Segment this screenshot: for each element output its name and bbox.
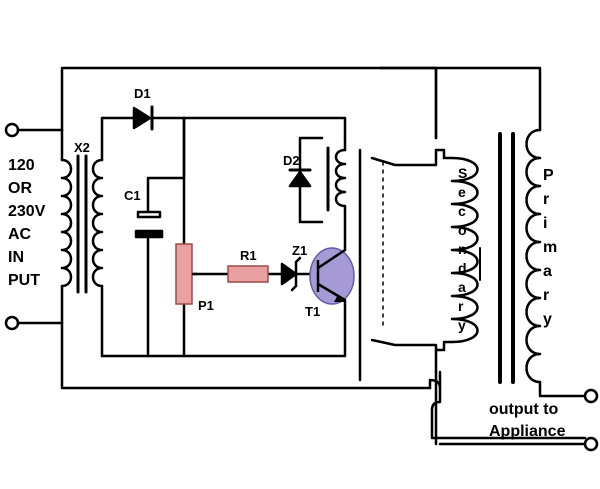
primary-coil	[525, 128, 542, 384]
output-terminal-bottom[interactable]	[583, 436, 599, 452]
input-line-4: AC	[8, 226, 32, 243]
label-d1: D1	[134, 86, 151, 101]
primary-top-lead	[434, 66, 542, 132]
primary-letter: r	[543, 287, 549, 304]
input-terminal-bottom[interactable]	[4, 315, 20, 331]
output-label-line-1: output to	[489, 401, 559, 418]
bottom-input-wire	[60, 321, 432, 390]
r1-resistor	[227, 265, 269, 283]
output-label-line-2: Appliance	[489, 423, 566, 440]
c1-capacitor	[134, 210, 164, 239]
primary-letter: i	[543, 215, 547, 232]
secondary-letter: o	[458, 222, 467, 238]
p1-potentiometer[interactable]	[175, 243, 193, 305]
secondary-letter: e	[458, 184, 466, 200]
d1-diode	[132, 105, 154, 131]
primary-letter: y	[543, 311, 552, 328]
secondary-label: S e c o n d a r y	[458, 165, 467, 333]
top-dc-rail	[100, 116, 347, 140]
label-x2: X2	[74, 140, 90, 155]
label-d2: D2	[283, 153, 300, 168]
primary-letter: m	[543, 239, 557, 256]
output-lower-wire	[430, 386, 587, 440]
output-terminal-top[interactable]	[583, 388, 599, 404]
secondary-leads	[434, 148, 454, 352]
ac-input-terminals	[4, 122, 64, 331]
secondary-coil	[450, 156, 479, 344]
input-label: 120 OR 230V AC IN PUT	[8, 157, 46, 289]
label-t1: T1	[305, 304, 320, 319]
primary-label: P r i m a r y	[543, 167, 557, 328]
secondary-letter: y	[458, 317, 466, 333]
input-terminal-top[interactable]	[4, 122, 20, 138]
d2-diode	[288, 168, 312, 188]
input-line-5: IN	[8, 249, 24, 266]
secondary-letter: S	[458, 165, 467, 181]
primary-letter: a	[543, 263, 552, 280]
input-line-1: 120	[8, 157, 35, 174]
input-line-3: 230V	[8, 203, 46, 220]
x2-transformer	[60, 116, 104, 358]
x2-primary-coil	[60, 158, 73, 288]
t1-transistor	[309, 247, 355, 320]
bottom-dc-rail	[100, 318, 347, 358]
relay-coil	[334, 148, 347, 214]
primary-bottom-lead	[538, 380, 587, 398]
primary-letter: P	[543, 167, 554, 184]
input-line-6: PUT	[8, 272, 40, 289]
label-c1: C1	[124, 188, 141, 203]
label-r1: R1	[240, 248, 257, 263]
label-z1: Z1	[292, 243, 307, 258]
input-leads	[16, 128, 64, 325]
relay-lower-contact	[370, 338, 438, 374]
primary-letter: r	[543, 191, 549, 208]
relay-upper-contact	[370, 148, 438, 167]
primary-top-tap	[378, 66, 438, 140]
top-bus-wire	[60, 66, 438, 140]
secondary-letter: c	[458, 203, 466, 219]
secondary-letter: a	[458, 279, 466, 295]
secondary-letter: r	[458, 298, 464, 314]
secondary-letter: n	[458, 241, 467, 257]
output-bottom-lead	[434, 370, 587, 446]
label-p1: P1	[198, 298, 214, 313]
secondary-letter: d	[458, 260, 467, 276]
x2-secondary-coil	[91, 158, 104, 288]
input-line-2: OR	[8, 180, 32, 197]
